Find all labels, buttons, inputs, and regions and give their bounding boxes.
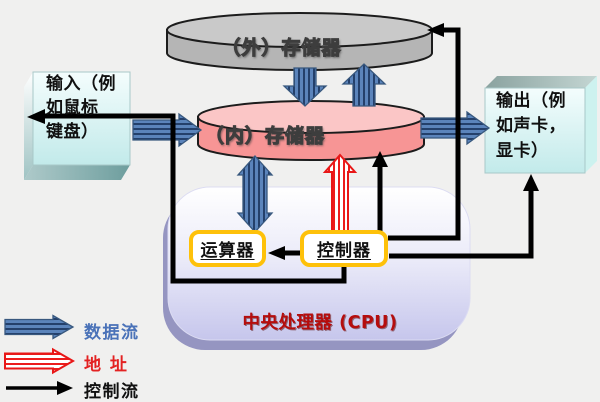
output-label-line-3: 显卡） bbox=[496, 141, 549, 161]
legend-data-flow-label: 数据流 bbox=[84, 323, 140, 343]
legend-control-flow-label: 控制流 bbox=[84, 382, 140, 402]
input-box-left-face bbox=[24, 72, 33, 180]
legend-data-flow-arrow bbox=[4, 314, 75, 340]
data-arrow-int-to-output bbox=[420, 110, 491, 146]
input-label-line-1: 输入（例 bbox=[46, 74, 116, 94]
external-storage-label: （外）存储器 bbox=[221, 36, 342, 59]
legend-address-label: 地 址 bbox=[84, 355, 129, 375]
control-line-cu-to-ext bbox=[388, 27, 461, 241]
arrowhead-into-int-storage bbox=[372, 151, 388, 167]
control-unit-label: 控制器 bbox=[317, 241, 371, 261]
control-arrowheads bbox=[27, 23, 539, 260]
arrowhead-into-output bbox=[523, 174, 539, 191]
alu-box: 运算器 bbox=[189, 230, 266, 267]
output-label-line-2: 如声卡， bbox=[496, 116, 566, 136]
internal-storage-cylinder bbox=[197, 100, 425, 161]
input-box-label: 输入（例 如鼠标 键盘） bbox=[46, 72, 132, 144]
data-arrow-input-to-int bbox=[132, 112, 203, 148]
data-arrow-ext-to-int bbox=[282, 67, 328, 107]
input-label-line-3: 键盘） bbox=[46, 122, 99, 142]
control-line-cu-to-input bbox=[44, 113, 347, 284]
output-box-top-face bbox=[485, 76, 597, 88]
output-box-front-face bbox=[484, 87, 586, 174]
input-label-line-2: 如鼠标 bbox=[46, 98, 99, 118]
legend-address-arrow bbox=[4, 347, 76, 375]
arrowhead-into-input bbox=[27, 109, 45, 124]
input-box-bottom-face bbox=[24, 165, 130, 180]
legend-arrows bbox=[4, 314, 76, 395]
control-lines bbox=[44, 27, 534, 284]
cpu-label: 中央处理器 (CPU) bbox=[242, 313, 398, 333]
arrowhead-into-ext-storage bbox=[427, 23, 444, 37]
alu-label: 运算器 bbox=[200, 241, 255, 261]
output-box bbox=[484, 76, 597, 174]
output-box-right-face bbox=[585, 76, 597, 173]
control-line-cu-to-output bbox=[389, 190, 534, 259]
arrowhead-into-alu bbox=[268, 246, 285, 260]
output-box-label: 输出（例 如声卡， 显卡） bbox=[496, 89, 588, 164]
data-arrow-int-to-ext bbox=[341, 63, 387, 107]
legend-control-flow-arrowhead bbox=[57, 381, 73, 395]
control-unit-box: 控制器 bbox=[300, 230, 388, 267]
internal-storage-label: （内）存储器 bbox=[204, 124, 326, 147]
external-storage-cylinder bbox=[166, 12, 433, 71]
output-label-line-1: 输出（例 bbox=[496, 91, 566, 111]
